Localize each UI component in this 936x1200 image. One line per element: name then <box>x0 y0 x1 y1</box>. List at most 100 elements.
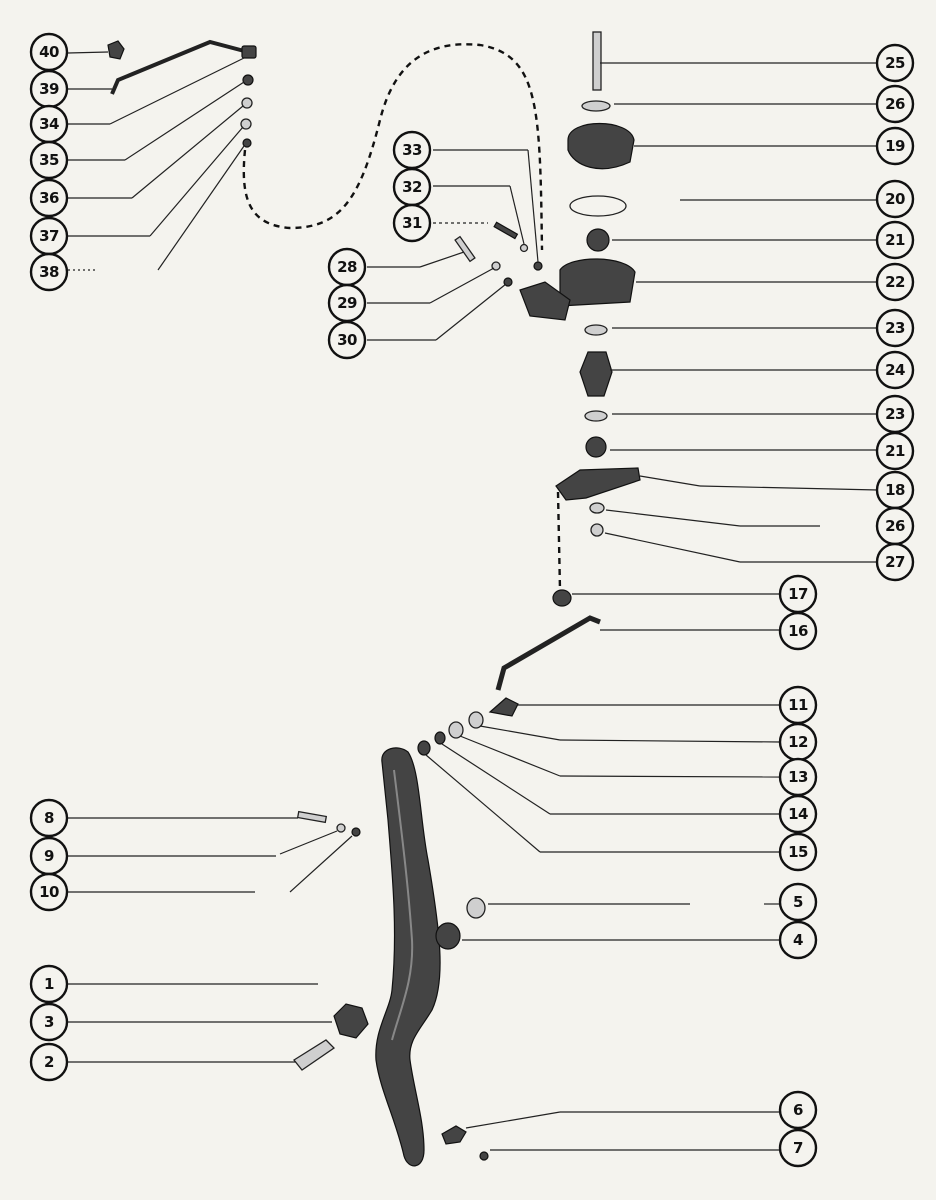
callout-20: 20 <box>875 179 915 219</box>
callout-4: 4 <box>778 920 818 960</box>
svg-text:35: 35 <box>39 151 59 169</box>
part-36-washer <box>241 97 253 109</box>
part-1-arm-rib <box>391 769 414 1041</box>
part-17-bushing <box>552 589 572 607</box>
svg-text:5: 5 <box>793 893 803 911</box>
svg-text:9: 9 <box>44 847 54 865</box>
link-dashed-path <box>556 491 562 591</box>
callout-6: 6 <box>778 1090 818 1130</box>
part-13-washer <box>448 721 464 739</box>
svg-text:36: 36 <box>39 189 59 207</box>
svg-text:17: 17 <box>788 585 808 603</box>
part-33-nut <box>533 261 543 271</box>
svg-text:20: 20 <box>885 190 905 208</box>
svg-text:26: 26 <box>885 517 905 535</box>
part-39-rod <box>110 39 249 95</box>
svg-text:28: 28 <box>337 258 357 276</box>
cable-dashed-path <box>242 43 544 251</box>
svg-text:13: 13 <box>788 768 808 786</box>
part-35-nut <box>242 74 254 86</box>
part-21-bushing-bottom <box>585 436 607 458</box>
callout-33: 33 <box>392 130 432 170</box>
callout-8: 8 <box>29 798 69 838</box>
svg-text:34: 34 <box>39 115 59 133</box>
part-14-washer <box>434 731 446 745</box>
part-31-screw <box>493 221 519 240</box>
callout-11: 11 <box>778 685 818 725</box>
callout-30: 30 <box>327 320 367 360</box>
part-19-cap <box>567 123 635 170</box>
callout-37: 37 <box>29 216 69 256</box>
svg-text:24: 24 <box>885 361 905 379</box>
callout-26-bottom: 26 <box>875 506 915 546</box>
part-15-nut <box>417 740 431 756</box>
svg-text:3: 3 <box>44 1013 54 1031</box>
part-18-lever <box>555 467 641 501</box>
callout-2: 2 <box>29 1042 69 1082</box>
callout-15: 15 <box>778 832 818 872</box>
svg-text:21: 21 <box>885 442 905 460</box>
part-2-bolt <box>293 1039 336 1071</box>
svg-text:1: 1 <box>44 975 54 993</box>
part-38-nut <box>242 138 252 148</box>
callout-14: 14 <box>778 794 818 834</box>
svg-text:11: 11 <box>788 696 808 714</box>
callout-38: 38 <box>29 252 69 292</box>
callout-9: 9 <box>29 836 69 876</box>
svg-text:25: 25 <box>885 54 905 72</box>
callout-22: 22 <box>875 262 915 302</box>
svg-text:8: 8 <box>44 809 54 827</box>
part-26-washer-bottom <box>589 502 605 514</box>
callout-26-top: 26 <box>875 84 915 124</box>
part-40-clip <box>107 40 125 60</box>
callout-36: 36 <box>29 178 69 218</box>
callout-23-bottom: 23 <box>875 394 915 434</box>
part-20-spring <box>569 195 627 217</box>
svg-text:19: 19 <box>885 137 905 155</box>
callout-23-top: 23 <box>875 308 915 348</box>
svg-text:40: 40 <box>39 43 59 61</box>
svg-text:7: 7 <box>793 1139 803 1157</box>
callout-17: 17 <box>778 574 818 614</box>
callout-19: 19 <box>875 126 915 166</box>
part-16-link-rod <box>495 615 601 691</box>
callout-7: 7 <box>778 1128 818 1168</box>
callout-31: 31 <box>392 203 432 243</box>
callout-3: 3 <box>29 1002 69 1042</box>
svg-text:21: 21 <box>885 231 905 249</box>
svg-text:33: 33 <box>402 141 422 159</box>
callout-34: 34 <box>29 104 69 144</box>
callout-1: 1 <box>29 964 69 1004</box>
part-23-washer-bottom <box>584 410 608 422</box>
part-23-washer-top <box>584 324 608 336</box>
callout-24: 24 <box>875 350 915 390</box>
svg-text:29: 29 <box>337 294 357 312</box>
svg-text:14: 14 <box>788 805 808 823</box>
callout-40: 40 <box>29 32 69 72</box>
callout-12: 12 <box>778 722 818 762</box>
callout-13: 13 <box>778 757 818 797</box>
part-28-bolt <box>454 235 476 263</box>
callout-5: 5 <box>778 882 818 922</box>
part-25-screw <box>592 31 602 91</box>
svg-text:39: 39 <box>39 80 59 98</box>
part-7-nut <box>479 1151 489 1161</box>
part-1-arm <box>375 747 441 1167</box>
callout-28: 28 <box>327 247 367 287</box>
svg-text:6: 6 <box>793 1101 803 1119</box>
part-30-bracket <box>519 281 571 321</box>
svg-text:31: 31 <box>402 214 422 232</box>
part-10-nut <box>351 827 361 837</box>
part-27-nut <box>590 523 604 537</box>
svg-text:23: 23 <box>885 405 905 423</box>
svg-text:38: 38 <box>39 263 59 281</box>
svg-text:4: 4 <box>793 931 803 949</box>
svg-text:22: 22 <box>885 273 905 291</box>
callout-10: 10 <box>29 872 69 912</box>
callout-35: 35 <box>29 140 69 180</box>
svg-text:12: 12 <box>788 733 808 751</box>
svg-text:2: 2 <box>44 1053 54 1071</box>
part-21-bushing-top <box>586 228 610 252</box>
part-22-housing <box>559 258 636 307</box>
